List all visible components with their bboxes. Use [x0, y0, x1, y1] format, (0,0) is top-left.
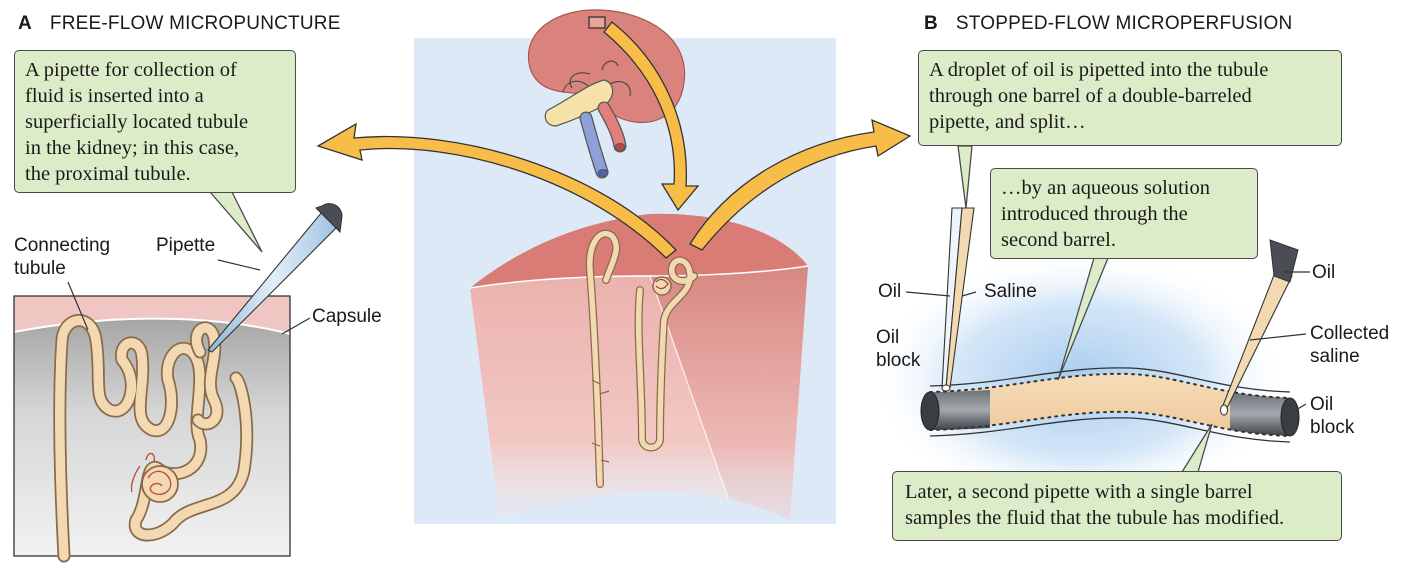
label-line: saline [1310, 346, 1360, 367]
callout-line: samples the fluid that the tubule has mo… [905, 507, 1285, 529]
label-line: Collected [1310, 323, 1390, 344]
panel-b-mid-callout: …by an aqueous solution introduced throu… [990, 168, 1258, 259]
panel-b-letter: B [924, 13, 938, 34]
callout-line: A droplet of oil is pipetted into the tu… [929, 59, 1269, 81]
callout-line: …by an aqueous solution [1001, 177, 1210, 199]
label-line: Oil [1310, 394, 1334, 415]
panel-b-top-callout-tail [957, 145, 973, 209]
callout-line: in the kidney; in this case, [25, 137, 240, 159]
panel-a-micropuncture-inset [13, 203, 343, 563]
panel-a-title: FREE-FLOW MICROPUNCTURE [49, 13, 341, 34]
panel-a-callout: A pipette for collection of fluid is ins… [14, 50, 296, 193]
label-line: block [876, 350, 921, 371]
saline-label: Saline [984, 281, 1037, 302]
arrow-to-panel-a [316, 122, 677, 259]
oil-label-left: Oil [878, 281, 902, 302]
panel-a-callout-tail [208, 191, 263, 253]
kidney-cortex-block [469, 213, 809, 521]
panel-a-heading: A FREE-FLOW MICROPUNCTURE [18, 13, 341, 35]
collected-saline-label: Collected saline [1310, 322, 1389, 368]
panel-b-heading: B STOPPED-FLOW MICROPERFUSION [924, 13, 1292, 35]
callout-line: Later, a second pipette with a single ba… [905, 481, 1253, 503]
callout-line: through one barrel of a double-barreled [929, 85, 1252, 107]
panel-b-top-callout: A droplet of oil is pipetted into the tu… [918, 50, 1342, 146]
callout-line: fluid is inserted into a [25, 85, 204, 107]
callout-line: the proximal tubule. [25, 163, 191, 185]
oil-label-right: Oil [1312, 262, 1336, 283]
panel-a-leader-lines [67, 259, 311, 335]
label-line: Connecting [14, 235, 111, 256]
label-line: tubule [14, 258, 66, 279]
label-line: block [1310, 417, 1355, 438]
panel-b-bottom-callout: Later, a second pipette with a single ba… [892, 471, 1342, 541]
label-line: Oil [876, 327, 900, 348]
callout-line: superficially located tubule [25, 111, 249, 133]
callout-line: second barrel. [1001, 229, 1116, 251]
callout-line: A pipette for collection of [25, 59, 237, 81]
callout-line: introduced through the [1001, 203, 1188, 225]
callout-line: pipette, and split… [929, 111, 1086, 133]
oil-block-label-right: Oil block [1310, 393, 1354, 439]
panel-b-leader-lines [905, 271, 1310, 411]
capsule-label: Capsule [312, 306, 382, 327]
panel-b-title: STOPPED-FLOW MICROPERFUSION [955, 13, 1293, 34]
kidney-illustration [527, 9, 686, 179]
arrow-to-cortex [603, 21, 700, 212]
panel-b-microperfusion-inset [870, 207, 1300, 510]
connecting-tubule-label: Connecting tubule [14, 234, 110, 280]
panel-a-letter: A [18, 13, 32, 34]
pipette-label: Pipette [156, 235, 216, 256]
arrow-to-panel-b [689, 118, 912, 251]
oil-block-label-left: Oil block [876, 326, 920, 372]
